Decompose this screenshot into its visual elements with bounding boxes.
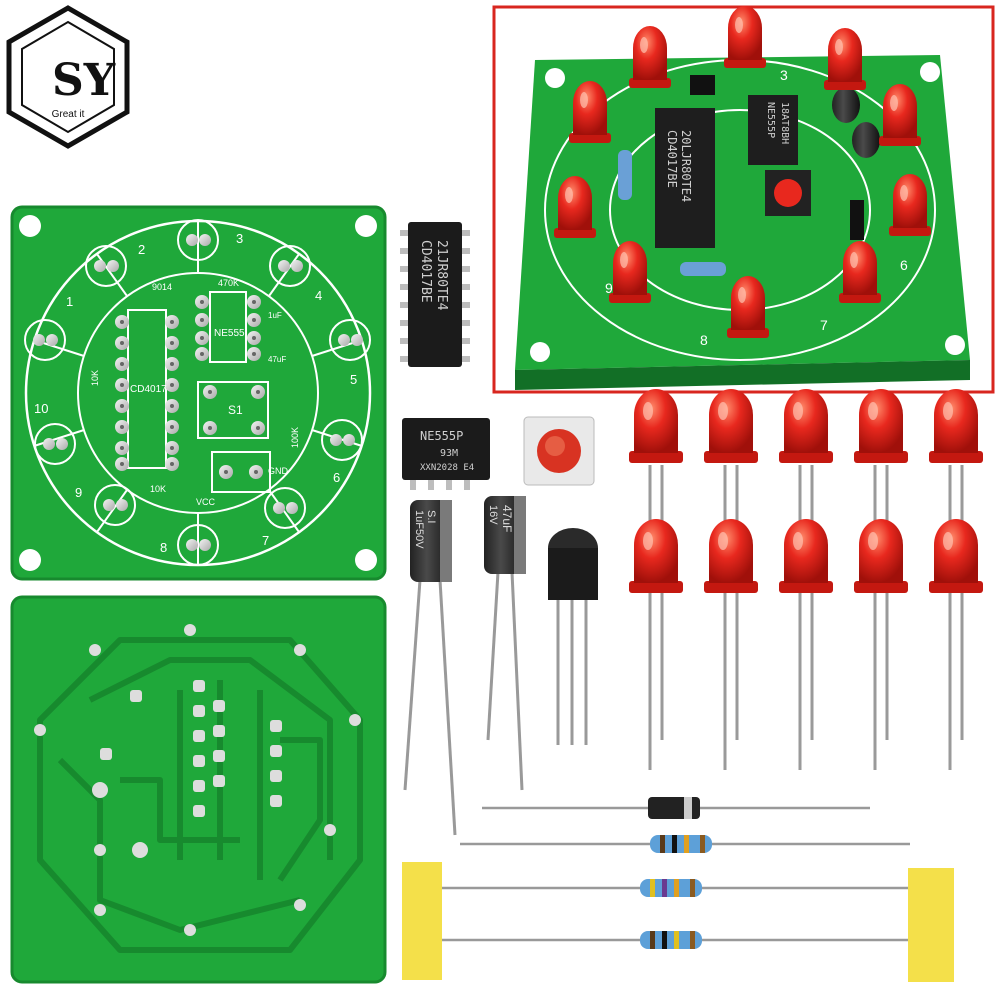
pcb-top-view: 1 2 3 4 5 6 7 8 9 10 CD4017 NE555 S1 [10,205,387,581]
led-red [627,387,685,642]
led-number-6: 6 [333,470,340,485]
led-number-3: 3 [236,231,243,246]
pcb-bottom-view [10,595,387,984]
paper-tape-left [402,862,442,980]
ne555-code: 93M [440,448,458,459]
resistor-3 [440,931,910,949]
label-9014: 9014 [152,282,172,292]
assembled-cd4017-name: CD4017BE [665,130,679,188]
label-1uf: 1uF [268,311,282,320]
cd4017-name: CD4017BE [418,240,433,303]
diode [482,797,870,819]
ic-ne555: NE555P 93M XXN2028 E4 [402,418,490,490]
assembled-board-photo: 20LJR80TE4 CD4017BE 18AT8BH NE555P 3 5 6… [492,5,995,394]
led-set [627,387,985,772]
resistor-1 [460,835,910,853]
led-red [852,517,910,772]
led-number-8: 8 [160,540,167,555]
assembled-num-9: 9 [605,280,613,296]
assembled-num-7: 7 [820,317,828,333]
assembled-num-8: 8 [700,332,708,348]
led-red [702,517,760,772]
assembled-cd4017-code: 20LJR80TE4 [679,130,693,202]
label-10k-bottom: 10K [150,484,166,494]
label-100k: 100K [290,427,300,448]
transistor-9014 [548,528,598,745]
ne555-lot: XXN2028 E4 [420,463,474,473]
logo-tagline: Great it [52,109,85,120]
assembled-num-6: 6 [900,257,908,273]
cap1-brand: S.I [425,510,437,523]
led-red [627,517,685,772]
led-red [927,387,985,642]
label-cd4017: CD4017 [130,384,167,395]
led-red [777,517,835,772]
cd4017-code: 21JR80TE4 [434,240,449,311]
label-ne555: NE555 [214,328,245,339]
cap1-rating: 1uF50V [413,510,425,549]
label-gnd: GND [268,466,289,476]
cap2-voltage: 16V [487,505,499,525]
logo-letters: SY [52,55,116,106]
cap2-value: 47uF [500,505,514,532]
led-red [777,387,835,642]
led-number-7: 7 [262,533,269,548]
ic-cd4017: 21JR80TE4 CD4017BE [400,222,470,367]
capacitor-1uf: S.I 1uF50V [403,500,457,836]
label-vcc: VCC [196,497,216,507]
ne555-name: NE555P [420,429,463,443]
led-number-2: 2 [138,242,145,257]
led-number-1: 1 [66,294,73,309]
led-red [702,387,760,642]
tactile-switch [523,416,595,486]
led-red [852,387,910,642]
led-red [927,517,985,772]
label-10k-side: 10K [90,370,100,386]
led-number-10: 10 [34,401,48,416]
led-number-9: 9 [75,485,82,500]
resistor-2 [440,879,910,897]
brand-logo: SY Great it [6,5,130,149]
label-47uf: 47uF [268,355,286,364]
assembled-num-3: 3 [780,67,788,83]
assembled-ne555-name: NE555P [765,102,776,138]
assembled-ne555-code: 18AT8BH [779,102,790,144]
capacitor-47uf: 47uF 16V [484,496,526,791]
led-number-4: 4 [315,288,322,303]
label-470k: 470K [218,278,239,288]
paper-tape-right [908,868,954,982]
led-number-5: 5 [350,372,357,387]
label-s1: S1 [228,403,243,417]
